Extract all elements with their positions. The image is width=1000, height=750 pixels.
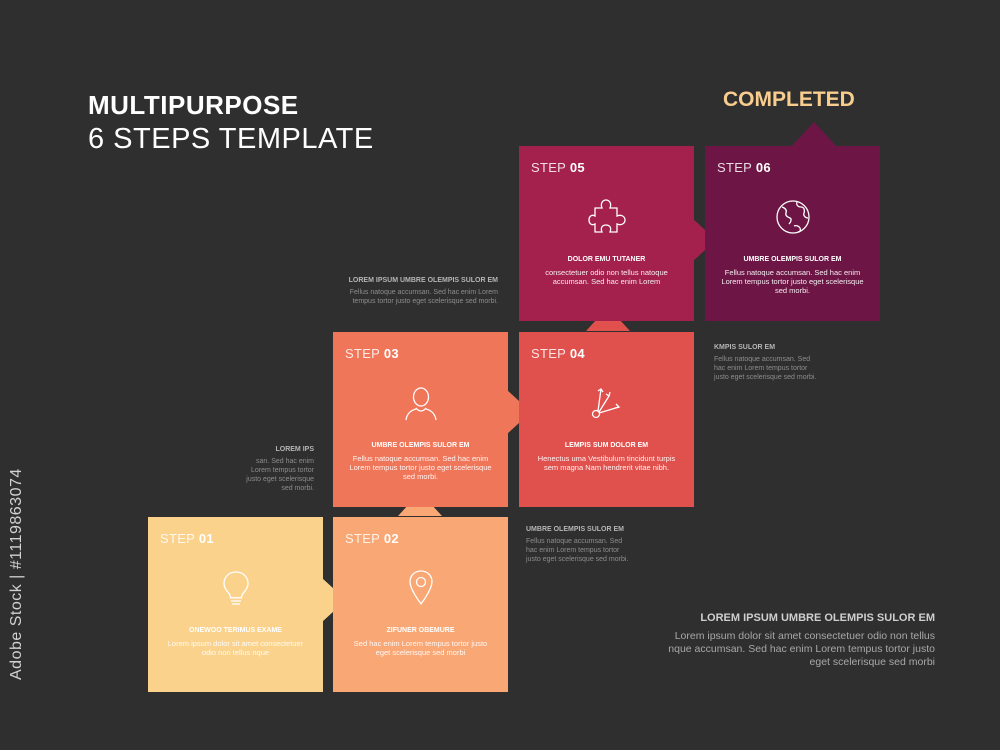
split-arrows-icon [591, 388, 621, 419]
side-note-step6: KMPIS SULOR EM Fellus natoque accumsan. … [714, 343, 822, 382]
step-description: Henectus uma Vestibulum tincidunt turpis… [537, 454, 676, 472]
side-note-step3: LOREM IPS san. Sed hac enim Lorem tempus… [246, 445, 314, 493]
step-card-6: STEP 06 UMBRE OLEMPIS SULOR EM Fellus na… [705, 146, 880, 321]
side-note-body: Fellus natoque accumsan. Sed hac enim Lo… [714, 356, 817, 381]
step-description: Fellus natoque accumsan. Sed hac enim Lo… [349, 454, 492, 481]
step-number: 02 [383, 531, 399, 546]
step-label: STEP 02 [345, 531, 399, 546]
side-note-heading: LOREM IPS [275, 446, 314, 453]
side-note-body: san. Sed hac enim Lorem tempus tortor ju… [246, 458, 314, 492]
step-description: Fellus natoque accumsan. Sed hac enim Lo… [721, 268, 864, 295]
step-heading: UMBRE OLEMPIS SULOR EM [371, 442, 470, 449]
side-note-heading: LOREM IPSUM UMBRE OLEMPIS SULOR EM [348, 277, 498, 284]
arrow-step6-completed [790, 122, 838, 148]
step-card-2: STEP 02 ZIFUNER OBEMURE Sed hac enim Lor… [333, 517, 508, 692]
step-number: 01 [198, 531, 214, 546]
step-number: 04 [569, 346, 585, 361]
step-heading: DOLOR EMU TUTANER [567, 256, 646, 263]
puzzle-icon [588, 199, 626, 233]
step-description: Lorem ipsum dolor sit amet consectetuer … [167, 639, 304, 657]
side-note-body: Fellus natoque accumsan. Sed hac enim Lo… [349, 289, 498, 305]
step-label: STEP 03 [345, 346, 399, 361]
person-icon [405, 387, 437, 421]
title-line-1: MULTIPURPOSE [88, 90, 299, 120]
globe-icon [776, 200, 810, 234]
location-pin-icon [409, 570, 433, 605]
step-heading: ZIFUNER OBEMURE [386, 627, 455, 634]
lightbulb-icon [223, 571, 249, 605]
title-line-2: 6 STEPS TEMPLATE [88, 123, 374, 155]
step-number: 05 [569, 160, 585, 175]
step-label: STEP 04 [531, 346, 585, 361]
completed-label: COMPLETED [723, 88, 855, 111]
step-number: 06 [755, 160, 771, 175]
step-heading: UMBRE OLEMPIS SULOR EM [743, 256, 842, 263]
step-heading: ONEWOO TERIMUS EXAME [189, 627, 282, 634]
step-card-3: STEP 03 UMBRE OLEMPIS SULOR EM Fellus na… [333, 332, 508, 507]
step-heading: LEMPIS SUM DOLOR EM [564, 442, 649, 449]
side-note-heading: KMPIS SULOR EM [714, 344, 776, 351]
step-label: STEP 01 [160, 531, 214, 546]
side-note-heading: UMBRE OLEMPIS SULOR EM [526, 526, 625, 533]
bottom-note-body: Lorem ipsum dolor sit amet consectetuer … [668, 630, 935, 668]
side-note-step5: LOREM IPSUM UMBRE OLEMPIS SULOR EM Fellu… [340, 276, 498, 306]
side-note-step4: UMBRE OLEMPIS SULOR EM Fellus natoque ac… [526, 525, 630, 564]
step-number: 03 [383, 346, 399, 361]
bottom-note-heading: LOREM IPSUM UMBRE OLEMPIS SULOR EM [700, 612, 935, 624]
step-description: consectetuer odio non tellus natoque acc… [545, 268, 668, 286]
side-note-body: Fellus natoque accumsan. Sed hac enim Lo… [526, 538, 629, 563]
stock-watermark: Adobe Stock | #1119863074 [8, 468, 25, 680]
step-card-5: STEP 05 DOLOR EMU TUTANER consectetuer o… [519, 146, 694, 321]
step-label: STEP 05 [531, 160, 585, 175]
step-card-4: STEP 04 LEMPIS SUM DOLOR EM Henectus uma… [519, 332, 694, 507]
step-card-1: STEP 01 ONEWOO TERIMUS EXAME Lorem ipsum… [148, 517, 323, 692]
step-description: Sed hac enim Lorem tempus tortor justo e… [353, 639, 488, 657]
step-label: STEP 06 [717, 160, 771, 175]
